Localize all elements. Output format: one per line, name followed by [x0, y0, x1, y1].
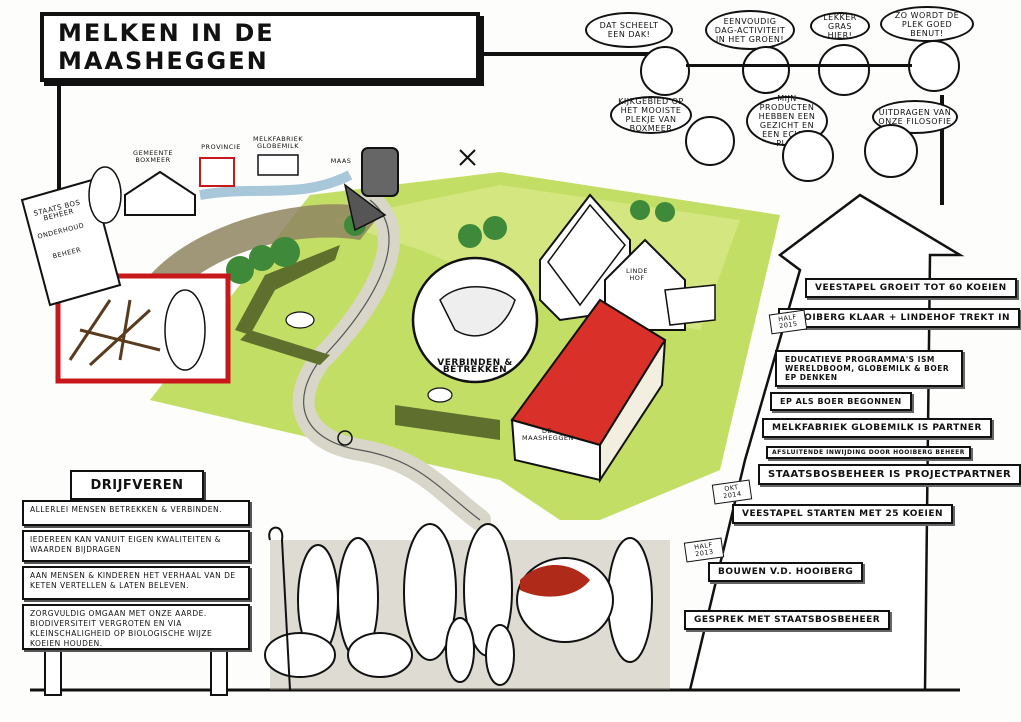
hedge-1 [235, 245, 340, 335]
cow-small-1 [285, 311, 315, 329]
person-face-icon [742, 46, 790, 94]
tree-8 [655, 202, 675, 222]
frame-line-left [57, 82, 61, 192]
farmhouse-sign: De Maasheggen [522, 427, 574, 442]
timeline-item-3: Educatieve programma's ism Wereldboom, G… [775, 350, 963, 387]
tree-5 [483, 216, 507, 240]
sign-post-right [210, 650, 228, 696]
timeline-item-5: Melkfabriek Globemilk is partner [762, 418, 992, 438]
townhall-icon [124, 170, 196, 216]
cow-face-icon [818, 44, 870, 96]
timeline-item-7: Staatsbosbeheer is projectpartner [758, 464, 1021, 485]
speech-bubble-6: Mijn producten hebben een gezicht en een… [746, 94, 828, 148]
shed [664, 284, 716, 326]
page-title: Melken in de MaasHeggen [58, 19, 275, 75]
milk-arrow [343, 183, 387, 232]
milk-can-icon [361, 147, 399, 197]
drijfveren-item-4: Zorgvuldig omgaan met onze aarde. Biodiv… [22, 604, 250, 650]
title-banner: Melken in de MaasHeggen [40, 12, 480, 82]
hedge-worker [164, 289, 206, 371]
emblem-text: Verbinden & Betrekken [437, 358, 513, 375]
label-provincie: Provincie [201, 143, 241, 151]
timeline-item-8: Veestapel starten met 25 koeien [732, 504, 954, 524]
cow-small-2 [427, 387, 453, 403]
tree-4 [458, 224, 482, 248]
speech-bubble-3: Lekker gras hier! [810, 12, 870, 40]
timeline-item-2: Hooiberg klaar + Lindehof trekt in [778, 308, 1021, 328]
bubble-chain-line [686, 64, 912, 67]
timeline-item-1: Veestapel groeit tot 60 koeien [805, 278, 1017, 298]
frame-line-right [940, 95, 944, 205]
road-edge [303, 199, 481, 521]
speech-bubble-2: Eenvoudig dag-activiteit in het groen! [705, 10, 795, 50]
label-melkfabriek: Melkfabriek Globemilk [253, 135, 303, 150]
hedge-3 [395, 405, 500, 440]
sheep-2-icon [347, 632, 413, 678]
timeline-item-10: Gesprek met Staatsbosbeheer [684, 610, 891, 630]
tree-2 [249, 245, 275, 271]
drijfveren-item-2: Iedereen kan vanuit eigen kwaliteiten & … [22, 530, 250, 562]
sign-post-left [44, 650, 62, 696]
woman-face-icon [685, 116, 735, 166]
label-maas: Maas [330, 157, 352, 165]
timeline-item-6: Afsluitende inwijding door Hooiberg Behe… [766, 446, 971, 459]
hedge-2 [240, 330, 330, 365]
drijfveren-title: Drijfveren [70, 470, 204, 500]
windmill-icon [459, 149, 476, 166]
drijfveren-item-3: Aan mensen & kinderen het verhaal van de… [22, 566, 250, 600]
label-gemeente: Gemeente Boxmeer [133, 149, 173, 164]
timeline-item-9: Bouwen v.d. Hooiberg [708, 562, 864, 582]
producer-face-icon [782, 130, 834, 182]
tornado-face-icon [864, 124, 918, 178]
tree-1 [226, 256, 254, 284]
crowd-people [297, 523, 653, 686]
timeline-item-4: EP als boer begonnen [770, 392, 912, 411]
factory-icon [257, 154, 299, 176]
frame-line-top [480, 52, 660, 56]
tree-3 [270, 237, 300, 267]
farmer-face-icon [640, 46, 690, 96]
label-lindehof: Linde hof [625, 267, 648, 282]
shepherd-staff [268, 526, 291, 691]
official-figure-icon [88, 166, 122, 224]
river [199, 170, 353, 200]
hedge-photo-branches [68, 299, 161, 367]
tree-7 [630, 200, 650, 220]
dirt-track [150, 204, 380, 290]
farmhouse-side [599, 339, 666, 484]
speech-bubble-1: Dat scheelt een dak! [585, 12, 673, 48]
handshake-icon [439, 286, 516, 337]
drijfveren-item-1: Allerlei mensen betrekken & verbinden. [22, 500, 250, 526]
speech-bubble-5: Kijkgebied op het mooiste plekje van Box… [610, 96, 692, 134]
solar-panels [547, 203, 626, 307]
speech-bubble-4: Zo wordt de plek goed benut! [880, 6, 974, 42]
sheep-1-icon [264, 632, 336, 678]
cyclist-icon [337, 430, 353, 446]
province-flag-icon [199, 157, 235, 187]
cow-large-patch [520, 565, 590, 597]
